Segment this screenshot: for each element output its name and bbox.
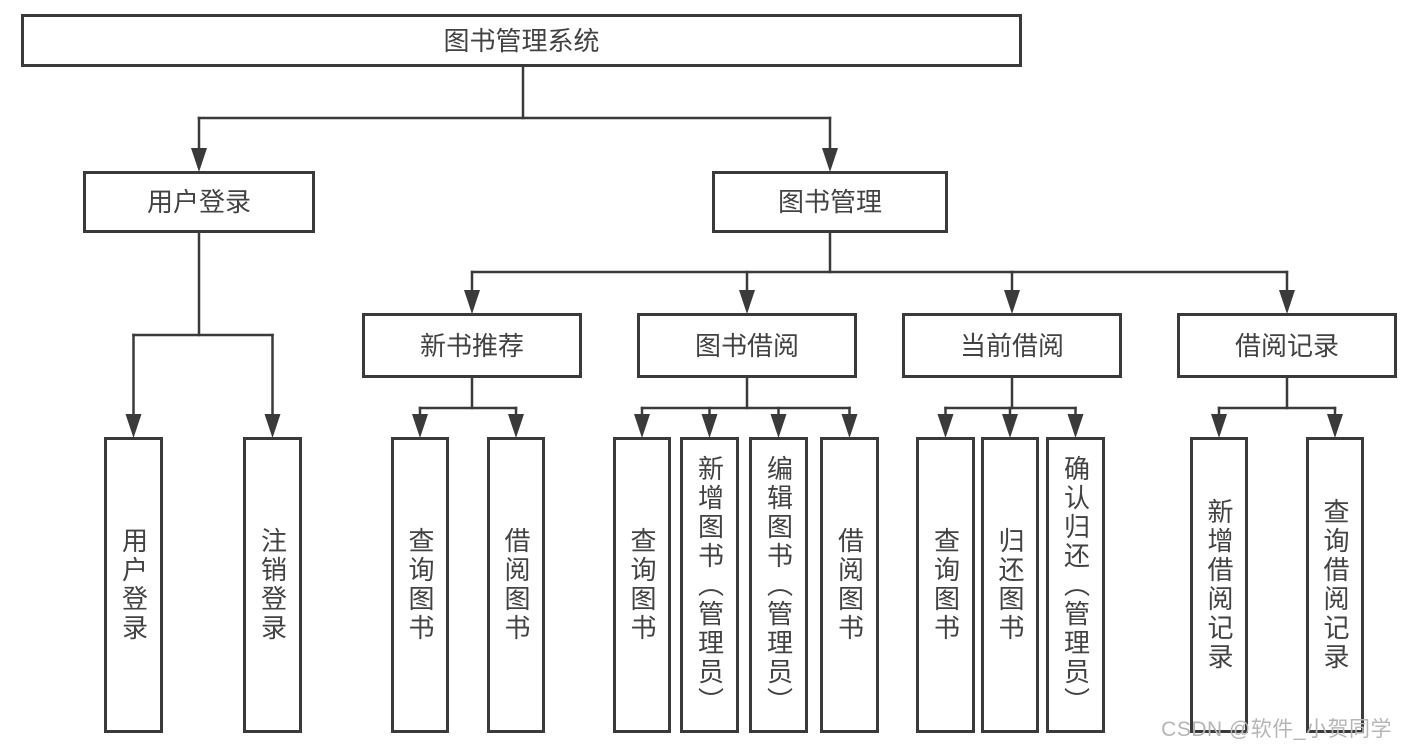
node-leaf-user-login: 用户登录 — [104, 437, 163, 733]
node-label-leaf-logout: 注销登录 — [257, 527, 288, 643]
node-borrow: 图书借阅 — [637, 313, 857, 378]
node-root: 图书管理系统 — [21, 14, 1022, 67]
node-label-leaf-cur-return: 归还图书 — [995, 527, 1025, 643]
node-leaf-recd-query: 查询借阅记录 — [1306, 437, 1364, 733]
node-label-leaf-bor-query: 查询图书 — [627, 527, 657, 643]
node-leaf-bor-borrow: 借阅图书 — [820, 437, 879, 733]
node-leaf-logout: 注销登录 — [243, 437, 302, 733]
node-label-leaf-rec-query: 查询图书 — [405, 527, 435, 643]
node-leaf-cur-confirm: 确认归还（管理员） — [1046, 437, 1105, 733]
node-label-login: 用户登录 — [146, 187, 251, 217]
node-leaf-recd-add: 新增借阅记录 — [1190, 437, 1248, 733]
node-label-leaf-rec-borrow: 借阅图书 — [501, 527, 531, 643]
node-label-leaf-bor-add: 新增图书（管理员） — [694, 454, 725, 716]
node-leaf-bor-edit: 编辑图书（管理员） — [749, 437, 808, 733]
node-label-records: 借阅记录 — [1234, 330, 1339, 361]
node-leaf-bor-add: 新增图书（管理员） — [680, 437, 739, 733]
node-label-borrow: 图书借阅 — [694, 330, 799, 361]
node-recommend: 新书推荐 — [362, 313, 582, 378]
watermark: CSDN @软件_小贺同学 — [1161, 718, 1392, 741]
node-current: 当前借阅 — [902, 313, 1122, 378]
node-login: 用户登录 — [83, 171, 315, 233]
node-leaf-cur-return: 归还图书 — [981, 437, 1039, 733]
node-label-leaf-recd-query: 查询借阅记录 — [1320, 498, 1350, 672]
node-leaf-rec-query: 查询图书 — [391, 437, 449, 733]
node-label-leaf-cur-query: 查询图书 — [930, 527, 961, 643]
node-label-root: 图书管理系统 — [443, 25, 600, 56]
node-mgmt: 图书管理 — [712, 171, 948, 233]
node-leaf-bor-query: 查询图书 — [613, 437, 671, 733]
node-label-leaf-cur-confirm: 确认归还（管理员） — [1060, 454, 1091, 716]
node-leaf-cur-query: 查询图书 — [916, 437, 975, 733]
node-records: 借阅记录 — [1177, 313, 1397, 378]
node-label-leaf-recd-add: 新增借阅记录 — [1204, 498, 1234, 672]
node-label-mgmt: 图书管理 — [777, 187, 882, 217]
node-label-current: 当前借阅 — [959, 330, 1064, 361]
node-leaf-rec-borrow: 借阅图书 — [487, 437, 545, 733]
node-label-recommend: 新书推荐 — [419, 330, 524, 361]
node-label-leaf-user-login: 用户登录 — [118, 527, 149, 643]
node-label-leaf-bor-edit: 编辑图书（管理员） — [763, 454, 794, 716]
node-label-leaf-bor-borrow: 借阅图书 — [834, 527, 865, 643]
